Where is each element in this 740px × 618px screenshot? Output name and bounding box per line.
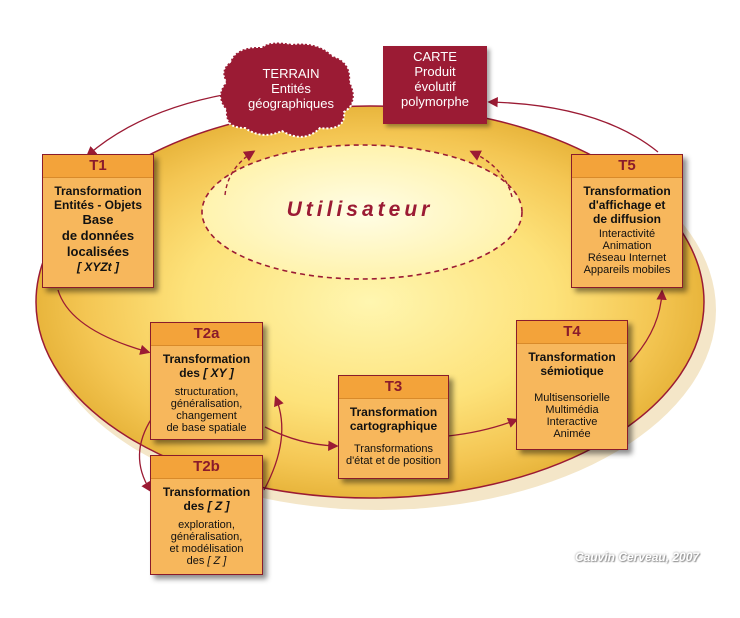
t4-desc-2: Multimédia	[545, 404, 599, 416]
t3-title: Transformation	[349, 405, 438, 419]
t2b-desc-2: généralisation,	[170, 531, 243, 543]
t2b-title2: des [ Z ]	[151, 499, 262, 513]
terrain-label: TERRAIN Entités géographiques	[236, 66, 346, 111]
t5-title2: d'affichage et	[588, 198, 666, 212]
t3-title2: cartographique	[349, 419, 438, 433]
t5-code: T5	[572, 155, 682, 178]
t4-title: Transformation	[528, 350, 616, 364]
t3-desc-1: Transformations	[353, 443, 434, 455]
t3-code: T3	[339, 376, 448, 399]
t2b-title2-prefix: des	[183, 499, 205, 513]
t2b-desc-3: et modélisation	[169, 543, 244, 555]
box-t3: T3 Transformation cartographique Transfo…	[338, 375, 449, 479]
t5-desc-3: Réseau Internet	[587, 252, 667, 264]
arrow-t5-carte	[487, 97, 659, 153]
box-t2b: T2b Transformation des [ Z ] exploration…	[150, 455, 263, 575]
terrain-line-3: géographiques	[247, 96, 335, 111]
t5-desc-1: Interactivité	[598, 228, 656, 240]
t2a-title2: des [ XY ]	[151, 366, 262, 380]
t5-desc: Interactivité Animation Réseau Internet …	[572, 228, 682, 276]
carte-line-3: évolutif	[414, 79, 456, 94]
t2b-code: T2b	[151, 456, 262, 479]
t5-desc-4: Appareils mobiles	[583, 264, 671, 276]
user-label: Utilisateur	[286, 198, 434, 221]
t2a-desc-1: structuration,	[174, 386, 239, 398]
user-ellipse	[201, 144, 523, 280]
t4-title2: sémiotique	[540, 364, 604, 378]
t2b-desc-4: des [ Z ]	[151, 555, 262, 567]
t1-sub: [ XYZt ]	[77, 260, 119, 274]
t2a-desc-3: changement	[176, 410, 237, 422]
arrow-t2b-t2a	[263, 395, 284, 491]
carte-line-2: Produit	[414, 64, 456, 79]
terrain-line-2: Entités	[271, 81, 311, 96]
arrow-t1-t2a	[57, 289, 151, 355]
t2a-desc-4: de base spatiale	[166, 422, 247, 434]
t3-desc: Transformations d'état et de position	[339, 443, 448, 467]
carte-line-1: CARTE	[413, 49, 457, 64]
t2a-title: Transformation	[162, 352, 251, 366]
box-t4: T4 Transformation sémiotique Multisensor…	[516, 320, 628, 450]
carte-line-4: polymorphe	[401, 94, 469, 109]
t2a-title2-prefix: des	[179, 366, 200, 380]
t2a-desc-2: généralisation,	[170, 398, 243, 410]
t2a-code: T2a	[151, 323, 262, 346]
t2b-title: Transformation	[162, 485, 251, 499]
arrow-t3-t4	[447, 417, 519, 437]
t1-code: T1	[43, 155, 153, 178]
terrain-blob	[219, 41, 355, 138]
t5-title3: de diffusion	[593, 212, 661, 226]
t3-desc-2: d'état et de position	[345, 455, 442, 467]
arrow-t4-t5	[629, 289, 667, 363]
t2b-desc-4-prefix: des	[186, 555, 205, 567]
t2a-title2-var: [ XY ]	[203, 366, 234, 380]
box-t2a: T2a Transformation des [ XY ] structurat…	[150, 322, 263, 440]
t1-base3: localisées	[66, 244, 130, 259]
t5-desc-2: Animation	[602, 240, 652, 252]
t2b-title2-var: [ Z ]	[207, 499, 230, 513]
arrow-t2a-t2b	[138, 417, 153, 493]
arrow-t2a-t3	[264, 426, 339, 451]
copyright: Cauvin Cerveau, 2007	[575, 550, 700, 564]
t2a-desc: structuration, généralisation, changemen…	[151, 386, 262, 434]
t5-title: Transformation	[583, 184, 671, 198]
arrow-terrain-t1	[86, 93, 229, 157]
t2b-desc-1: exploration,	[178, 519, 235, 531]
t4-code: T4	[517, 321, 627, 344]
t4-desc-3: Interactive	[546, 416, 598, 428]
t1-base1: Base	[82, 212, 114, 227]
box-t1: T1 Transformation Entités - Objets Base …	[42, 154, 154, 288]
terrain-line-1: TERRAIN	[262, 66, 320, 81]
t1-title2: Entités - Objets	[53, 198, 142, 212]
t4-desc-4: Animée	[553, 428, 591, 440]
t2b-desc-4-var: [ Z ]	[207, 555, 227, 567]
t4-desc: Multisensorielle Multimédia Interactive …	[517, 392, 627, 440]
t2b-desc: exploration, généralisation, et modélisa…	[151, 519, 262, 567]
carte-box: CARTE Produit évolutif polymorphe	[383, 46, 487, 124]
t1-base2: de données	[61, 228, 135, 243]
arrow-user-carte	[469, 150, 513, 198]
t1-title: Transformation	[54, 184, 142, 198]
t4-desc-1: Multisensorielle	[534, 392, 610, 404]
box-t5: T5 Transformation d'affichage et de diff…	[571, 154, 683, 288]
